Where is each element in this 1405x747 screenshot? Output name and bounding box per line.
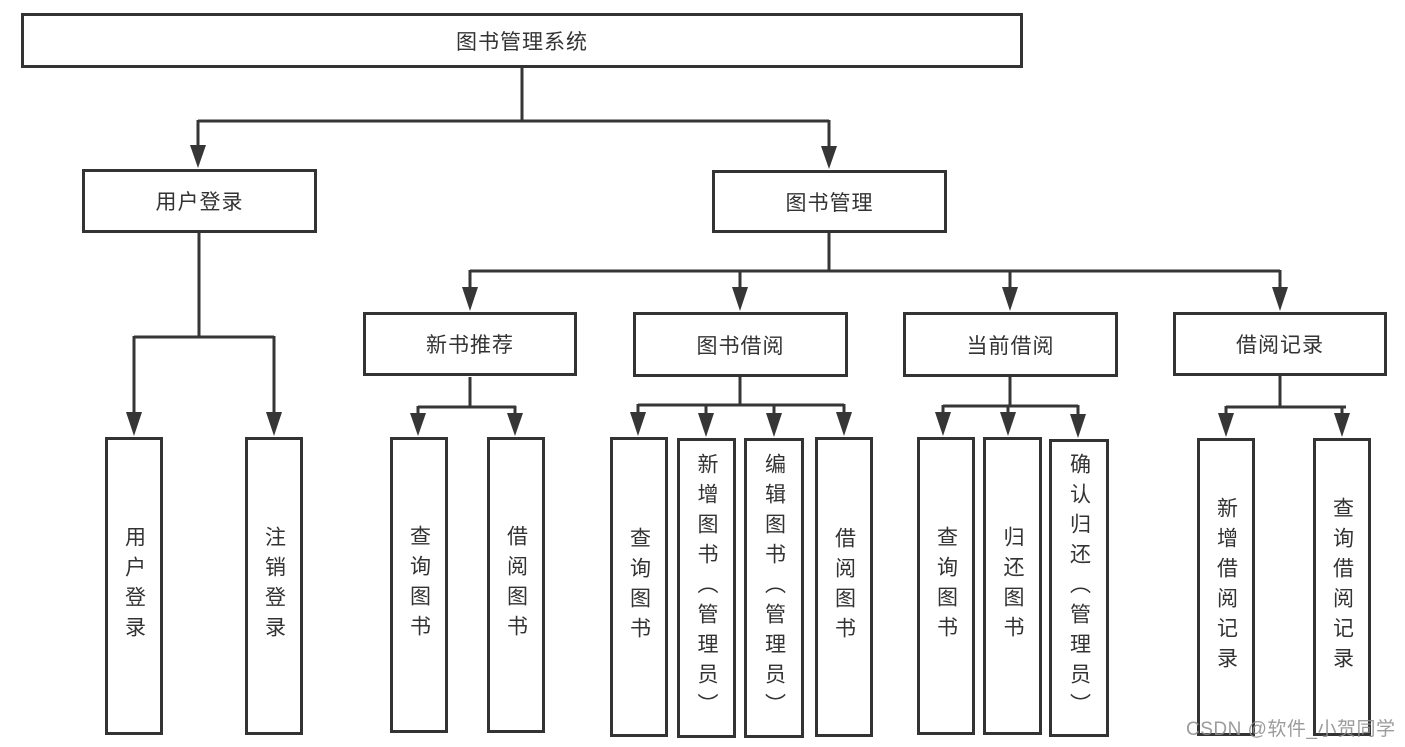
leaf-borrow-borrow-books: 借阅图书 bbox=[815, 437, 873, 737]
arrow-down-icon bbox=[630, 412, 646, 436]
node-label: 确认归还（管理员） bbox=[1067, 453, 1091, 723]
node-label: 用户登录 bbox=[155, 191, 244, 214]
node-label: 查询图书 bbox=[407, 525, 431, 645]
leaf-user-login: 用户登录 bbox=[105, 437, 163, 735]
leaf-current-query-books: 查询图书 bbox=[917, 437, 975, 735]
arrow-down-icon bbox=[1272, 287, 1288, 311]
leaf-records-query: 查询借阅记录 bbox=[1313, 438, 1371, 736]
node-label: 编辑图书（管理员） bbox=[762, 453, 786, 723]
node-book-borrow: 图书借阅 bbox=[633, 312, 848, 377]
arrow-down-icon bbox=[821, 146, 837, 169]
arrow-down-icon bbox=[266, 412, 282, 436]
arrow-down-icon bbox=[935, 412, 951, 436]
node-label: 新增图书（管理员） bbox=[695, 453, 718, 723]
node-label: 当前借阅 bbox=[966, 334, 1055, 358]
leaf-rec-borrow-books: 借阅图书 bbox=[487, 437, 545, 733]
arrow-down-icon bbox=[462, 287, 478, 311]
arrow-down-icon bbox=[1070, 414, 1086, 438]
node-label: 图书管理系统 bbox=[456, 30, 588, 54]
node-label: 查询图书 bbox=[934, 526, 958, 646]
node-label: 查询借阅记录 bbox=[1330, 497, 1354, 677]
node-label: 图书管理 bbox=[785, 191, 874, 215]
node-borrow-records: 借阅记录 bbox=[1173, 312, 1387, 376]
node-label: 查询图书 bbox=[627, 527, 651, 647]
leaf-records-add: 新增借阅记录 bbox=[1197, 438, 1255, 736]
node-label: 新书推荐 bbox=[426, 334, 514, 357]
leaf-rec-query-books: 查询图书 bbox=[390, 437, 448, 733]
node-user-login: 用户登录 bbox=[82, 169, 317, 233]
arrow-down-icon bbox=[1218, 413, 1234, 437]
arrow-down-icon bbox=[190, 145, 206, 168]
node-current-borrow: 当前借阅 bbox=[903, 312, 1118, 377]
arrow-down-icon bbox=[1334, 413, 1350, 437]
leaf-borrow-edit-books-admin: 编辑图书（管理员） bbox=[744, 438, 804, 738]
node-label: 新增借阅记录 bbox=[1214, 497, 1238, 677]
leaf-borrow-query-books: 查询图书 bbox=[610, 437, 668, 737]
connector-user-login-to-leaves bbox=[126, 233, 282, 436]
node-label: 注销登录 bbox=[262, 526, 286, 646]
arrow-down-icon bbox=[698, 413, 714, 437]
node-new-book-rec: 新书推荐 bbox=[363, 312, 577, 376]
leaf-borrow-add-books-admin: 新增图书（管理员） bbox=[677, 438, 736, 738]
node-book-mgmt: 图书管理 bbox=[712, 170, 947, 233]
connector-new-book-rec-to-leaves bbox=[410, 377, 523, 436]
arrow-down-icon bbox=[766, 413, 782, 437]
leaf-current-confirm-return-admin: 确认归还（管理员） bbox=[1049, 439, 1109, 737]
arrow-down-icon bbox=[732, 287, 748, 311]
node-root-system: 图书管理系统 bbox=[21, 13, 1023, 68]
connector-borrow-records-to-leaves bbox=[1218, 376, 1350, 437]
connector-book-mgmt-to-level3 bbox=[462, 233, 1288, 311]
arrow-down-icon bbox=[126, 412, 142, 436]
connector-current-borrow-to-leaves bbox=[935, 377, 1086, 438]
connector-book-borrow-to-leaves bbox=[630, 377, 852, 437]
arrow-down-icon bbox=[507, 413, 523, 436]
leaf-logout: 注销登录 bbox=[245, 437, 303, 735]
arrow-down-icon bbox=[410, 413, 426, 436]
node-label: 图书借阅 bbox=[696, 334, 785, 358]
watermark: CSDN @软件_小贺同学 bbox=[1186, 719, 1396, 740]
leaf-current-return-books: 归还图书 bbox=[983, 437, 1042, 735]
node-label: 用户登录 bbox=[122, 526, 146, 646]
arrow-down-icon bbox=[1000, 412, 1016, 436]
node-label: 借阅记录 bbox=[1236, 334, 1324, 357]
connector-root-to-level2 bbox=[190, 68, 837, 169]
arrow-down-icon bbox=[836, 412, 852, 436]
node-label: 归还图书 bbox=[1001, 526, 1024, 646]
node-label: 借阅图书 bbox=[832, 527, 856, 647]
arrow-down-icon bbox=[1002, 287, 1018, 311]
node-label: 借阅图书 bbox=[504, 525, 528, 645]
